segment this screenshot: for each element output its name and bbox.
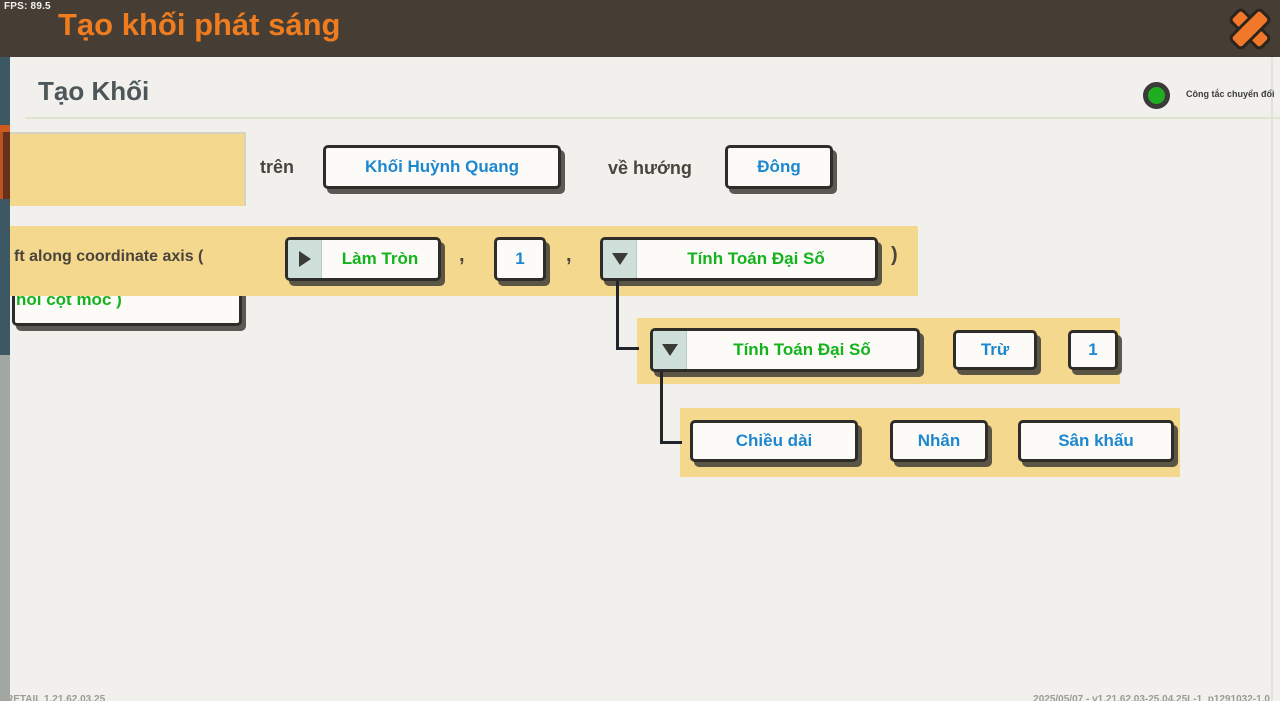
title-bar: FPS: 89.5 Tạo khối phát sáng <box>0 0 1280 57</box>
close-paren: ) <box>891 244 898 266</box>
button-label: Đông <box>757 157 801 176</box>
target-block-button[interactable]: Khối Huỳnh Quang <box>323 145 561 189</box>
edge-segment <box>0 199 10 355</box>
connector-line <box>660 441 682 444</box>
on-label: trên <box>260 157 295 177</box>
button-label: Khối Huỳnh Quang <box>365 157 519 176</box>
button-label: Chiều dài <box>735 431 813 450</box>
toggle-switch-indicator[interactable] <box>1143 82 1170 109</box>
direction-east-button[interactable]: Đông <box>725 145 833 189</box>
button-label: Nhân <box>917 431 961 450</box>
toggle-switch-label: Công tắc chuyển đổi <box>1186 89 1275 99</box>
button-label: Trừ <box>980 340 1010 359</box>
version-string-right: 2025/05/07 - v1.21.62.03-25.04.25L-1_p12… <box>1033 694 1270 701</box>
length-button[interactable]: Chiều dài <box>690 420 858 462</box>
page-title: Tạo Khối <box>38 76 150 106</box>
block-panel-row1: hối cột mốc ) <box>10 132 246 326</box>
header-divider <box>25 117 1280 119</box>
button-label: Tính Toán Đại Số <box>733 340 871 359</box>
background-edge-strip <box>0 57 10 701</box>
version-string-left: RETAIL 1.21.62.03.25 <box>6 694 106 701</box>
direction-label: về hướng <box>608 158 692 178</box>
play-flag <box>288 240 322 278</box>
comma-separator: , <box>459 244 465 266</box>
round-function-button[interactable]: Làm Tròn <box>285 237 441 281</box>
value-1-button[interactable]: 1 <box>494 237 546 281</box>
connector-line <box>616 281 619 350</box>
edge-segment <box>0 57 10 125</box>
algebra-dropdown-button[interactable]: Tính Toán Đại Số <box>600 237 878 281</box>
dropdown-flag <box>603 240 637 278</box>
button-label: Sân khấu <box>1058 431 1134 450</box>
close-x-icon <box>1229 8 1271 50</box>
close-button[interactable] <box>1224 3 1276 55</box>
multiply-button[interactable]: Nhân <box>890 420 988 462</box>
edge-segment <box>0 355 10 701</box>
button-label: Làm Tròn <box>341 249 419 268</box>
button-label: 1 <box>515 249 525 268</box>
chevron-down-icon <box>611 253 628 265</box>
edge-segment <box>0 125 10 132</box>
subtract-operator-button[interactable]: Trừ <box>953 330 1037 370</box>
fps-counter: FPS: 89.5 <box>4 1 51 12</box>
connector-line <box>660 372 663 444</box>
play-icon <box>298 251 311 267</box>
stage-button[interactable]: Sân khấu <box>1018 420 1174 462</box>
comma-separator: , <box>566 244 572 266</box>
dropdown-flag <box>653 331 687 369</box>
dialog-right-edge <box>1271 57 1273 701</box>
window-title: Tạo khối phát sáng <box>58 7 341 42</box>
button-label: Tính Toán Đại Số <box>687 249 825 268</box>
algebra-dropdown-button-2[interactable]: Tính Toán Đại Số <box>650 328 920 372</box>
chevron-down-icon <box>661 344 678 356</box>
edge-segment <box>0 132 10 199</box>
axis-statement-label: ft along coordinate axis ( <box>14 248 204 265</box>
connector-line <box>616 347 639 350</box>
value-1-button-row3[interactable]: 1 <box>1068 330 1118 370</box>
button-label: 1 <box>1088 340 1098 359</box>
